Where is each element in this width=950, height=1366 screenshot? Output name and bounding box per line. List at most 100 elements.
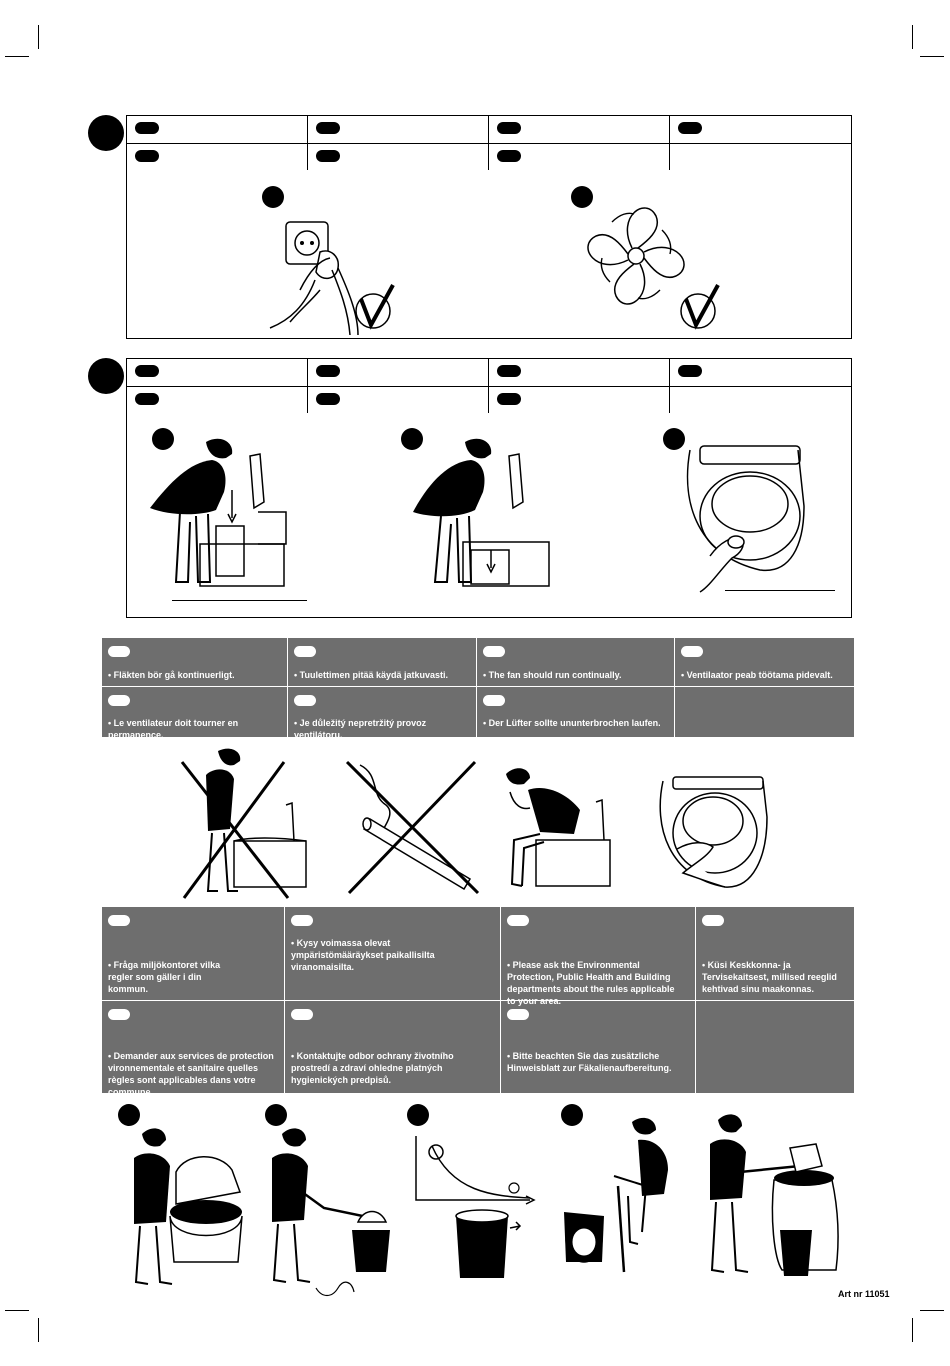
language-pill — [678, 365, 702, 377]
crop-mark — [912, 25, 913, 49]
language-pill — [291, 1009, 313, 1020]
decomposition-graph-illustration — [415, 1136, 536, 1278]
section-2-frame — [126, 358, 852, 618]
notice-text: Fläkten bör gå kontinuerligt. — [113, 670, 235, 680]
language-pill — [316, 150, 340, 162]
language-pill — [497, 393, 521, 405]
cleaning-seal-illustration — [686, 445, 805, 593]
step-badge — [401, 428, 423, 450]
fan-notice-cs: • Je důležitý nepretržitý provoz ventilá… — [288, 687, 476, 740]
language-row — [127, 116, 851, 144]
fan-notice-de: • Der Lüfter sollte ununterbrochen laufe… — [477, 687, 674, 737]
rules-notice-et: • Küsi Keskkonna- ja Tervisekaitsest, mi… — [696, 907, 854, 1000]
checkmark-icon — [680, 284, 720, 330]
section-badge — [88, 115, 124, 151]
language-pill — [681, 646, 703, 657]
language-pill — [483, 695, 505, 706]
label-line — [172, 600, 307, 601]
notice-text: Tuulettimen pitää käydä jatkuvasti. — [299, 670, 449, 680]
crop-mark — [5, 56, 29, 57]
language-pill — [294, 695, 316, 706]
crop-mark — [38, 1318, 39, 1342]
fan-rotation-icon — [587, 207, 685, 305]
language-row — [127, 144, 851, 172]
crop-mark — [38, 25, 39, 49]
rules-notice-fi: • Kysy voimassa olevat ympäristömääräyks… — [285, 907, 500, 1000]
person-emptying-container-illustration — [150, 438, 287, 587]
crop-mark — [920, 1310, 944, 1311]
crop-mark — [912, 1318, 913, 1342]
notice-text: Kontaktujte odbor ochrany životního pros… — [291, 1051, 454, 1085]
language-pill — [108, 695, 130, 706]
checkmark-icon — [355, 284, 395, 330]
language-pill — [291, 915, 313, 926]
step-badge — [571, 186, 593, 208]
language-pill — [316, 365, 340, 377]
cleaning-lid-illustration — [659, 776, 768, 888]
fan-notice-sv: • Fläkten bör gå kontinuerligt. — [102, 638, 287, 686]
notice-text: Demander aux services de protection viro… — [108, 1051, 274, 1097]
crop-mark — [920, 56, 944, 57]
section-1-frame — [126, 115, 852, 339]
notice-text: Ventilaator peab töötama pidevalt. — [686, 670, 833, 680]
step-badge — [561, 1104, 583, 1126]
language-row — [127, 359, 851, 387]
language-row — [127, 387, 851, 415]
cross-icon — [345, 760, 480, 895]
section-badge — [88, 358, 124, 394]
language-pill — [316, 393, 340, 405]
removing-container-illustration — [134, 1128, 243, 1285]
language-pill — [135, 365, 159, 377]
notice-text: Der Lüfter sollte ununterbrochen laufen. — [488, 718, 661, 728]
power-plug-icon — [269, 221, 359, 336]
step-badge — [262, 186, 284, 208]
rules-notice-sv: • Fråga miljökontoret vilka regler som g… — [102, 907, 284, 1000]
step-badge — [663, 428, 685, 450]
language-pill — [316, 122, 340, 134]
language-pill — [483, 646, 505, 657]
language-pill — [135, 122, 159, 134]
notice-text: Kysy voimassa olevat ympäristömääräykset… — [291, 938, 435, 972]
language-pill — [497, 150, 521, 162]
notice-text: Je důležitý nepretržitý provoz ventiláto… — [294, 718, 427, 740]
step-badge — [118, 1104, 140, 1126]
cigarette-icon — [359, 764, 472, 891]
label-line — [725, 590, 835, 591]
rules-notice-en: • Please ask the Environmental Protectio… — [501, 907, 695, 1006]
fan-notice-box — [102, 638, 854, 737]
rules-notice-de: • Bitte beachten Sie das zusätzliche Hin… — [501, 1001, 695, 1093]
notice-text: Fråga miljökontoret vilka regler som gäl… — [108, 960, 221, 994]
language-pill — [108, 1009, 130, 1020]
language-pill — [294, 646, 316, 657]
rules-notice-cs: • Kontaktujte odbor ochrany životního pr… — [285, 1001, 500, 1093]
language-pill — [108, 915, 130, 926]
language-pill — [108, 646, 130, 657]
fan-notice-et: • Ventilaator peab töötama pidevalt. — [675, 638, 854, 686]
language-pill — [678, 122, 702, 134]
fan-notice-fr: • Le ventilateur doit tourner en permane… — [102, 687, 287, 740]
turning-compost-illustration — [564, 1117, 668, 1273]
language-pill — [135, 150, 159, 162]
language-pill — [135, 393, 159, 405]
language-pill — [497, 122, 521, 134]
crop-mark — [5, 1310, 29, 1311]
cross-icon — [180, 761, 290, 899]
notice-text: Bitte beachten Sie das zusätzliche Hinwe… — [507, 1051, 672, 1073]
rules-notice-fr: • Demander aux services de protection vi… — [102, 1001, 284, 1097]
language-pill — [497, 365, 521, 377]
language-pill — [702, 915, 724, 926]
step-badge — [152, 428, 174, 450]
language-pill — [507, 1009, 529, 1020]
notice-text: Küsi Keskkonna- ja Tervisekaitsest, mill… — [702, 960, 837, 994]
step-badge — [265, 1104, 287, 1126]
person-inserting-bag-illustration — [413, 438, 550, 587]
notice-text: Le ventilateur doit tourner en permanenc… — [108, 718, 239, 740]
fan-notice-en: • The fan should run continually. — [477, 638, 674, 686]
step-badge — [407, 1104, 429, 1126]
person-sitting-illustration — [506, 768, 611, 887]
emptying-container-illustration — [272, 1128, 390, 1297]
notice-text: The fan should run continually. — [488, 670, 622, 680]
language-pill — [507, 915, 529, 926]
notice-text: Please ask the Environmental Protection,… — [507, 960, 675, 1006]
article-number: Art nr 11051 — [838, 1289, 890, 1299]
